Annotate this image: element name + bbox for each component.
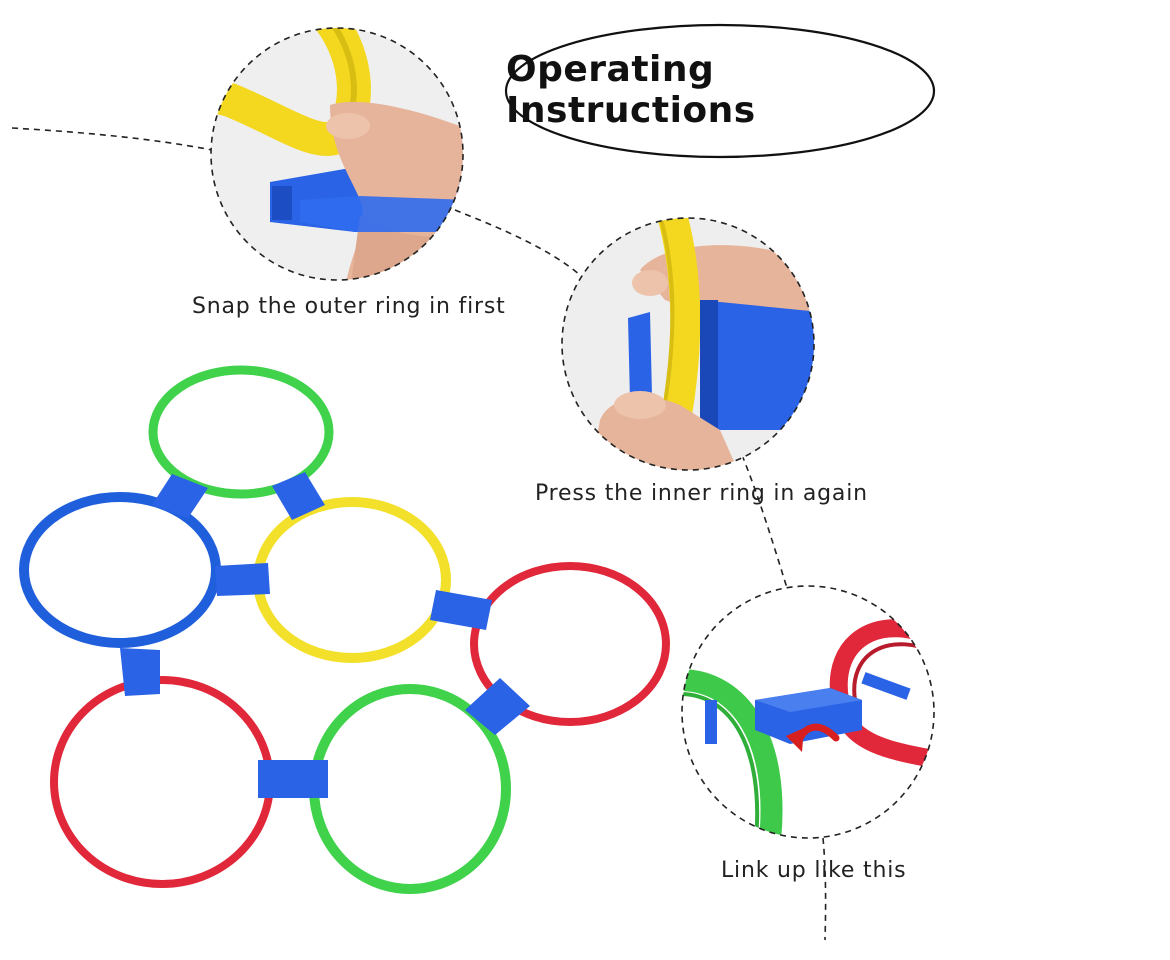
ring-green-top [148, 365, 334, 499]
step1-caption: Snap the outer ring in first [192, 294, 506, 319]
step1-photo [210, 27, 464, 281]
step2-caption: Press the inner ring in again [535, 481, 868, 506]
ring-red-bottom-left [50, 676, 274, 888]
step3-caption: Link up like this [721, 858, 907, 883]
ring-blue-left [19, 492, 221, 648]
step3-photo [681, 585, 935, 839]
page-title: Operating Instructions [506, 49, 756, 131]
dashed-guide-lines [11, 127, 827, 941]
ring-red-right [470, 562, 670, 726]
title-oval [504, 23, 936, 159]
step2-photo [561, 217, 815, 471]
assembled-rings [19, 365, 670, 894]
ring-connectors [120, 472, 530, 798]
ring-yellow-middle [253, 497, 451, 663]
